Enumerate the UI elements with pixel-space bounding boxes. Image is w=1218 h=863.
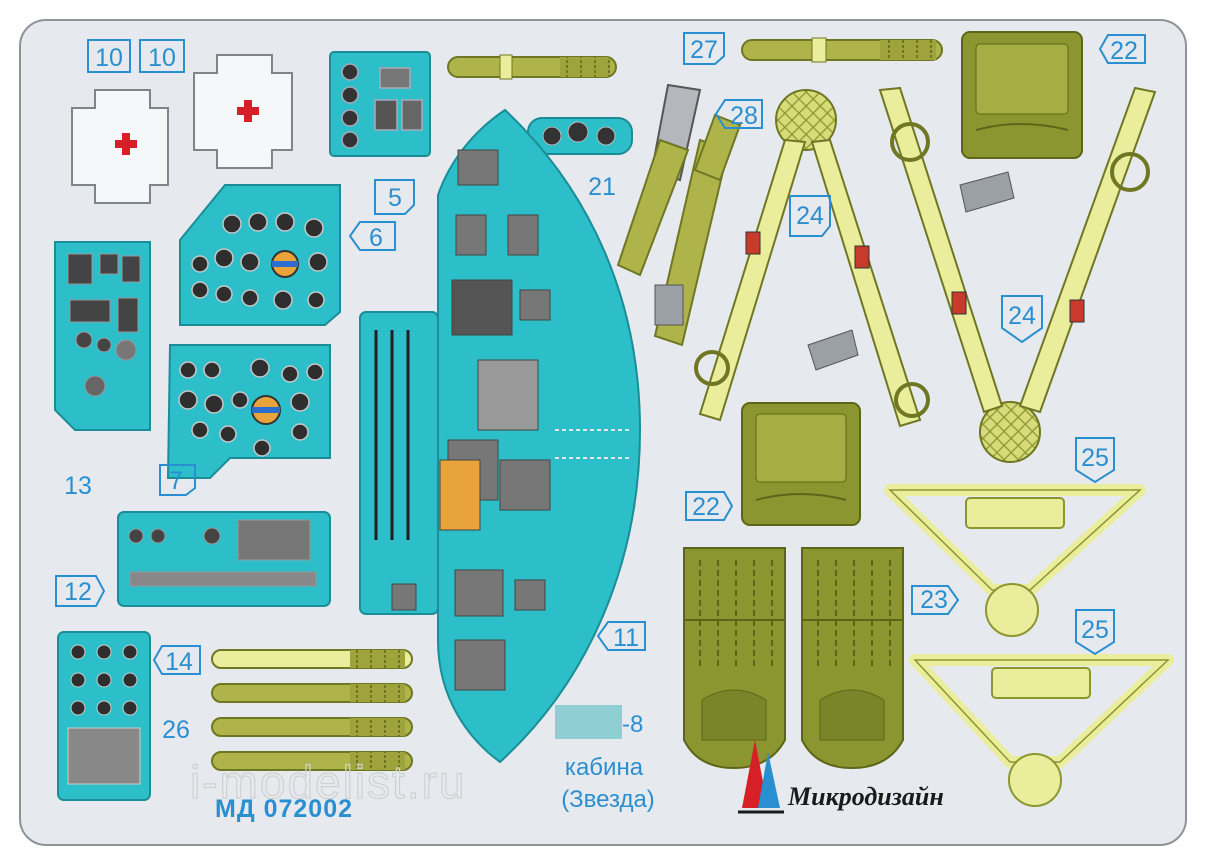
label-27: 27 bbox=[683, 32, 725, 65]
label-21-text: 21 bbox=[588, 173, 616, 201]
label-24b-text: 24 bbox=[1008, 302, 1036, 330]
label-6: 6 bbox=[348, 221, 396, 252]
title-suffix: -8 bbox=[622, 711, 643, 738]
label-25b: 25 bbox=[1075, 609, 1115, 656]
part-21-gauge-strip bbox=[527, 117, 633, 155]
label-22b: 22 bbox=[685, 491, 734, 521]
part-23-seat-back-right bbox=[801, 547, 904, 770]
part-6-main-instrument-panel bbox=[179, 184, 341, 326]
part-13-side-panel bbox=[54, 241, 151, 431]
part-24-shoulder-harness-right bbox=[878, 86, 1157, 463]
part-23-seat-back-left bbox=[683, 547, 786, 770]
label-24a: 24 bbox=[789, 195, 831, 237]
title-line-zvezda: (Звезда) bbox=[561, 786, 655, 813]
label-23: 23 bbox=[911, 585, 960, 615]
part-24-shoulder-harness-left bbox=[694, 89, 930, 428]
label-24a-text: 24 bbox=[796, 202, 824, 230]
label-5: 5 bbox=[374, 179, 415, 215]
part-28-buckle-straps bbox=[616, 83, 742, 347]
label-26: 26 bbox=[162, 716, 190, 744]
label-12: 12 bbox=[55, 575, 106, 607]
part-5-instrument-panel bbox=[329, 51, 431, 157]
label-23-text: 23 bbox=[920, 586, 948, 614]
part-10-medical-plate-left bbox=[71, 89, 169, 204]
title-redaction-box bbox=[555, 705, 622, 739]
label-22b-text: 22 bbox=[692, 493, 720, 521]
part-22-seat-cushion-top bbox=[961, 31, 1083, 159]
brand-logo: Микродизайн bbox=[738, 740, 944, 814]
label-14-text: 14 bbox=[165, 648, 193, 676]
brand-sail-icon bbox=[738, 740, 784, 814]
label-14: 14 bbox=[152, 645, 201, 676]
label-12-text: 12 bbox=[64, 578, 92, 606]
label-25a: 25 bbox=[1075, 437, 1115, 484]
label-13-text: 13 bbox=[64, 472, 92, 500]
label-7: 7 bbox=[159, 464, 196, 496]
part-11-main-dashboard bbox=[359, 108, 642, 764]
part-25-lap-belt-top bbox=[884, 484, 1146, 637]
part-26-small-panel bbox=[57, 631, 151, 801]
label-10a-text: 10 bbox=[95, 44, 123, 72]
label-7-text: 7 bbox=[169, 467, 183, 495]
brand-name: Микродизайн bbox=[787, 782, 944, 811]
seat-belt-straps-26 bbox=[211, 649, 413, 771]
part-25-lap-belt-bottom bbox=[909, 654, 1174, 807]
label-10b: 10 bbox=[139, 39, 185, 73]
label-26-text: 26 bbox=[162, 716, 190, 744]
label-10b-text: 10 bbox=[148, 44, 176, 72]
label-10a: 10 bbox=[87, 39, 131, 73]
label-25b-text: 25 bbox=[1081, 616, 1109, 644]
label-5-text: 5 bbox=[388, 184, 402, 212]
label-28: 28 bbox=[714, 99, 763, 130]
strap-27 bbox=[741, 37, 943, 63]
catalog-code: МД 072002 bbox=[215, 795, 353, 823]
label-25a-text: 25 bbox=[1081, 444, 1109, 472]
part-12-switch-panel bbox=[117, 511, 331, 607]
label-11-text: 11 bbox=[613, 624, 639, 652]
watermark: i-modelist.ru bbox=[190, 756, 467, 808]
strap-top-center bbox=[447, 54, 617, 80]
label-24b: 24 bbox=[1001, 295, 1043, 344]
part-22-seat-cushion-bottom bbox=[741, 402, 861, 526]
label-22a: 22 bbox=[1098, 34, 1146, 65]
part-7-instrument-panel bbox=[166, 344, 331, 479]
label-6-text: 6 bbox=[369, 224, 383, 252]
part-10-medical-plate-right bbox=[193, 54, 293, 169]
label-27-text: 27 bbox=[690, 36, 718, 64]
label-11: 11 bbox=[596, 621, 646, 652]
label-28-text: 28 bbox=[730, 102, 758, 130]
title-line-kabina: кабина bbox=[565, 754, 644, 781]
label-13: 13 bbox=[64, 472, 92, 500]
label-22a-text: 22 bbox=[1110, 37, 1138, 65]
label-21: 21 bbox=[588, 173, 616, 201]
set-title-block: -8 кабина (Звезда) bbox=[555, 705, 655, 813]
